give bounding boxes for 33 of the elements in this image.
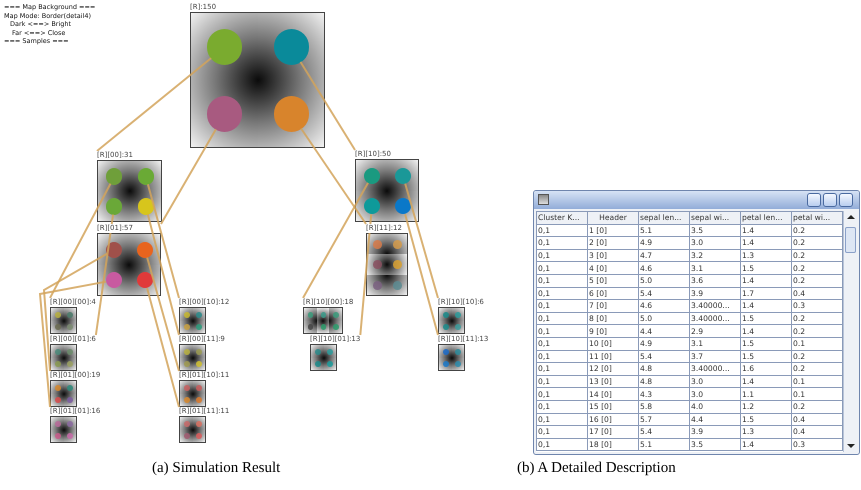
connector-line xyxy=(359,214,372,336)
connector-line xyxy=(302,182,369,298)
connector-line xyxy=(42,252,108,372)
sample-circle xyxy=(364,198,380,214)
figure-caption: (a) Simulation Result xyxy=(152,460,280,477)
sample-circle xyxy=(138,168,154,185)
sample-circle xyxy=(364,168,380,184)
connector-line xyxy=(49,183,112,298)
sample-circle xyxy=(106,198,122,215)
connector-line xyxy=(160,128,217,224)
connector-line xyxy=(146,184,180,298)
sample-circle xyxy=(394,168,412,184)
connector-line xyxy=(146,257,180,372)
connector-line xyxy=(146,288,180,408)
sample-circle xyxy=(106,272,122,288)
sample-circle xyxy=(394,198,412,214)
connector-line xyxy=(146,214,180,336)
sample-circle xyxy=(136,272,154,288)
sample-circle xyxy=(106,168,122,185)
connector-line xyxy=(94,214,114,336)
sample-circle xyxy=(207,96,242,132)
connector-line xyxy=(404,214,439,336)
sample-circle xyxy=(274,29,309,65)
sample-circle xyxy=(207,29,242,65)
connector-line xyxy=(404,183,439,298)
sample-circle xyxy=(138,198,154,215)
connector-line xyxy=(300,61,356,151)
connector-line xyxy=(300,128,367,225)
sample-circle xyxy=(136,242,154,258)
connector-line xyxy=(38,280,106,408)
figure-caption: (b) A Detailed Description xyxy=(517,460,676,477)
connector-line xyxy=(96,57,212,152)
sample-circle xyxy=(274,96,309,132)
